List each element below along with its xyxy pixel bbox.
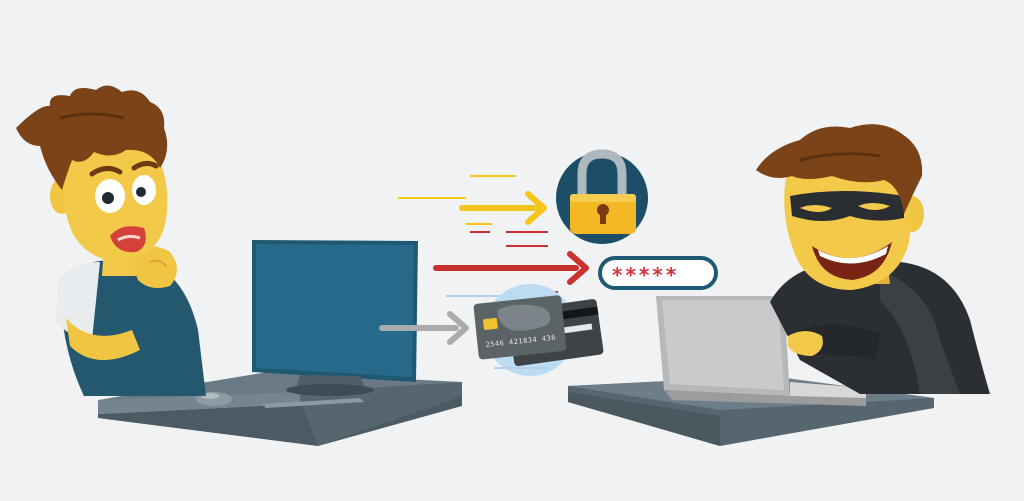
desktop-monitor [252, 240, 418, 396]
hacker [756, 124, 990, 394]
padlock-icon [556, 149, 648, 244]
laptop [656, 296, 866, 406]
password-field-icon: ***** [598, 256, 718, 290]
credit-card-icon: 2546 421834 436 [473, 284, 604, 376]
arrow-password [433, 231, 589, 293]
worried-man [16, 85, 206, 396]
keyboard [262, 398, 364, 408]
arrow-lock [398, 175, 547, 225]
password-mask: ***** [612, 263, 679, 287]
